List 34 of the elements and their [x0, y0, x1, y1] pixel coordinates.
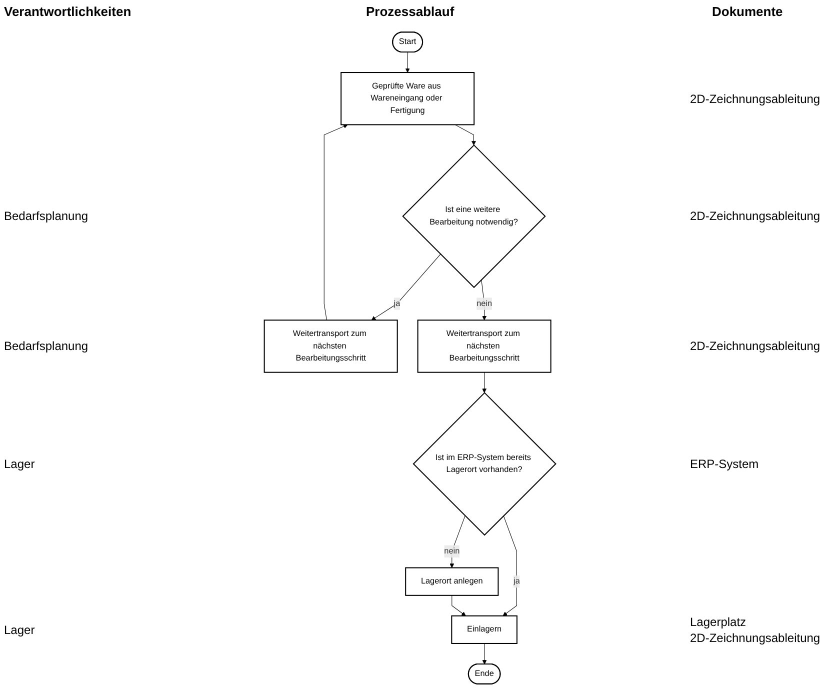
arrow	[324, 124, 348, 320]
node-diamond: Ist im ERP-System bereits Lagerort vorhanden?	[412, 392, 556, 536]
responsibility-label: Lager	[4, 456, 35, 471]
node-box: Weitertransport zum nächsten Bearbeitungsschritt	[264, 320, 398, 373]
arrow	[405, 52, 410, 73]
node-box: Lagerort anlegen	[405, 567, 499, 596]
document-label: ERP-System	[690, 456, 759, 471]
arrow	[502, 516, 517, 616]
node-box: Weitertransport zum nächsten Bearbeitungsschritt	[417, 320, 552, 373]
document-label: Lagerplatz	[690, 614, 746, 629]
responsibility-label: Bedarfsplanung	[4, 209, 88, 224]
arrow	[452, 595, 466, 616]
edge-label: ja	[394, 299, 400, 308]
column-header: Prozessablauf	[366, 4, 454, 19]
arrow	[482, 643, 487, 664]
arrow	[371, 254, 441, 320]
node-diamond: Ist eine weitere Bearbeitung notwendig?	[402, 144, 546, 288]
edge-label: nein	[444, 546, 460, 556]
document-label: 2D-Zeichnungsableitung	[690, 630, 820, 645]
edge-label: ja	[514, 576, 520, 586]
arrow	[481, 279, 487, 320]
edge-label: nein	[476, 299, 492, 308]
document-label: 2D-Zeichnungsableitung	[690, 92, 820, 106]
column-header: Verantwortlichkeiten	[4, 4, 132, 19]
responsibility-label: Lager	[4, 622, 35, 637]
column-header: Dokumente	[712, 4, 783, 19]
arrow	[454, 124, 476, 146]
document-label: 2D-Zeichnungsableitung	[690, 209, 820, 224]
node-box: Einlagern	[451, 615, 518, 644]
arrow	[450, 516, 466, 568]
responsibility-label: Bedarfsplanung	[4, 339, 88, 354]
node-box: Geprüfte Ware aus Wareneingang oder Fertigung	[340, 72, 475, 126]
arrow	[482, 372, 487, 393]
document-label: 2D-Zeichnungsableitung	[690, 339, 820, 354]
